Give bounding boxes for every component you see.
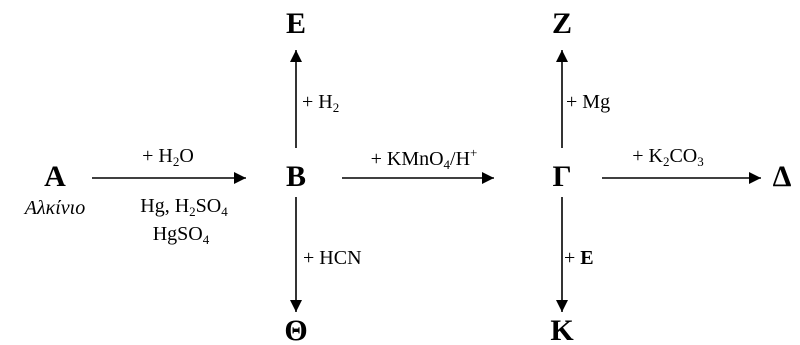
compound-e: E [285,7,307,40]
reagent-b-to-e: + H2 [302,91,340,115]
compound-z: Z [551,7,573,40]
compound-k: K [550,314,574,345]
reagent-b-to-th: + HCN [303,247,362,269]
reagent-g-to-k: + E [564,247,594,269]
reagent-a-to-b-top: + H2O [142,145,194,169]
compound-b: B [285,160,307,193]
reagent-a-to-b-bottom-2: HgSO4 [152,223,210,247]
reagent-a-to-b-bottom-1: Hg, H2SO4 [140,195,228,219]
compound-th: Θ [284,314,308,345]
reagent-g-to-d: + K2CO3 [632,145,704,169]
compound-d: Δ [772,160,792,193]
reagent-g-to-z: + Mg [566,91,611,113]
compound-g: Γ [552,160,572,193]
compound-a-caption: Αλκίνιο [24,197,86,219]
compound-a: A [44,160,66,193]
reagent-b-to-g: + KMnO4/H+ [370,145,478,172]
